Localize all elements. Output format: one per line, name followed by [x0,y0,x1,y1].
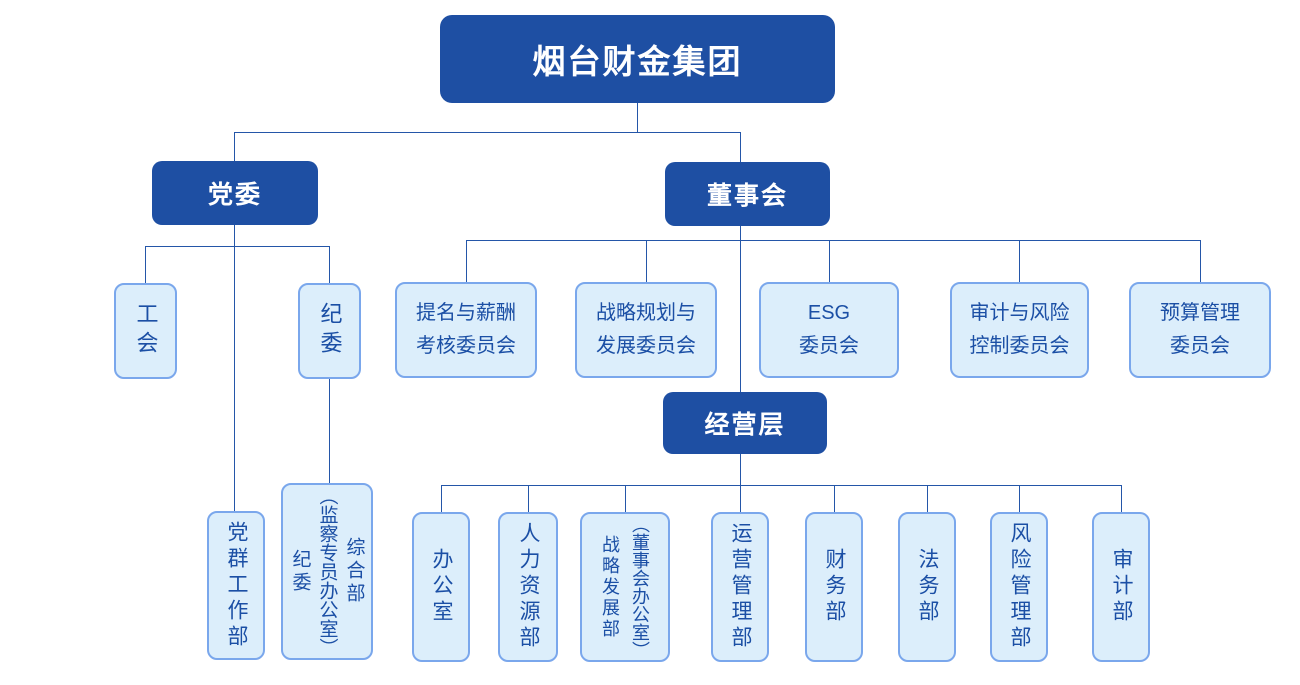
org-node-strategy-planning-committee-line1: 战略规划与 [596,302,696,324]
org-node-operations-dept: 运营管理部 [711,512,769,662]
org-node-audit-risk-committee-line1: 审计与风险 [969,302,1070,324]
org-node-audit-dept-label: 审计部 [1110,548,1133,626]
org-node-legal-dept: 法务部 [898,512,956,662]
org-node-board-label: 董事会 [706,182,788,210]
org-node-discipline-general-dept-line3: 综合部 [343,537,365,606]
org-node-risk-management-dept: 风险管理部 [990,512,1048,662]
org-node-operations-dept-label: 运营管理部 [729,522,752,652]
org-node-root: 烟台财金集团 [440,15,835,103]
org-node-budget-committee-line1: 预算管理 [1160,302,1240,324]
org-node-nomination-compensation-committee-line2: 考核委员会 [416,335,516,357]
org-node-office-label: 办公室 [430,548,453,626]
org-node-labor-union-label: 工会 [133,302,159,360]
org-node-party-mass-work-dept-label: 党群工作部 [225,520,248,651]
org-node-strategic-development-dept-line1: 战略发展部 [600,534,620,640]
org-node-management: 经营层 [663,392,827,454]
org-node-management-label: 经营层 [704,411,786,439]
org-node-nomination-compensation-committee: 提名与薪酬 考核委员会 [395,282,537,378]
org-node-hr-dept: 人力资源部 [498,512,558,662]
org-node-finance-dept: 财务部 [805,512,863,662]
org-node-audit-dept: 审计部 [1092,512,1150,662]
org-node-audit-risk-committee: 审计与风险 控制委员会 [950,282,1089,378]
org-node-nomination-compensation-committee-line1: 提名与薪酬 [416,302,516,324]
org-node-discipline-general-dept-line1: 纪委 [289,548,311,595]
org-node-discipline-general-dept-line2: （监察专员办公室） [316,486,338,657]
org-node-esg-committee: ESG 委员会 [759,282,899,378]
org-node-strategic-development-dept-line2: （董事会办公室） [630,515,650,659]
org-node-office: 办公室 [412,512,470,662]
org-node-party-committee: 党委 [152,161,318,225]
org-node-strategy-planning-committee: 战略规划与 发展委员会 [575,282,717,378]
org-node-esg-committee-line2: 委员会 [799,335,859,357]
org-node-discipline-general-dept: 纪委 （监察专员办公室） 综合部 [281,483,373,660]
org-node-budget-committee-line2: 委员会 [1170,335,1230,357]
org-node-strategic-development-dept: 战略发展部 （董事会办公室） [580,512,670,662]
org-node-finance-dept-label: 财务部 [823,548,846,626]
org-node-board: 董事会 [665,162,830,226]
org-node-party-mass-work-dept: 党群工作部 [207,511,265,660]
org-node-labor-union: 工会 [114,283,177,379]
org-node-risk-management-dept-label: 风险管理部 [1008,522,1031,652]
org-node-legal-dept-label: 法务部 [916,548,939,626]
org-node-budget-committee: 预算管理 委员会 [1129,282,1271,378]
org-node-discipline-committee-label: 纪委 [317,302,343,360]
org-node-discipline-committee: 纪委 [298,283,361,379]
org-node-audit-risk-committee-line2: 控制委员会 [969,335,1070,357]
org-node-root-label: 烟台财金集团 [532,43,743,80]
org-node-esg-committee-line1: ESG [807,302,851,324]
org-node-strategy-planning-committee-line2: 发展委员会 [596,335,696,357]
org-node-party-committee-label: 党委 [207,181,262,209]
org-node-hr-dept-label: 人力资源部 [517,522,540,652]
